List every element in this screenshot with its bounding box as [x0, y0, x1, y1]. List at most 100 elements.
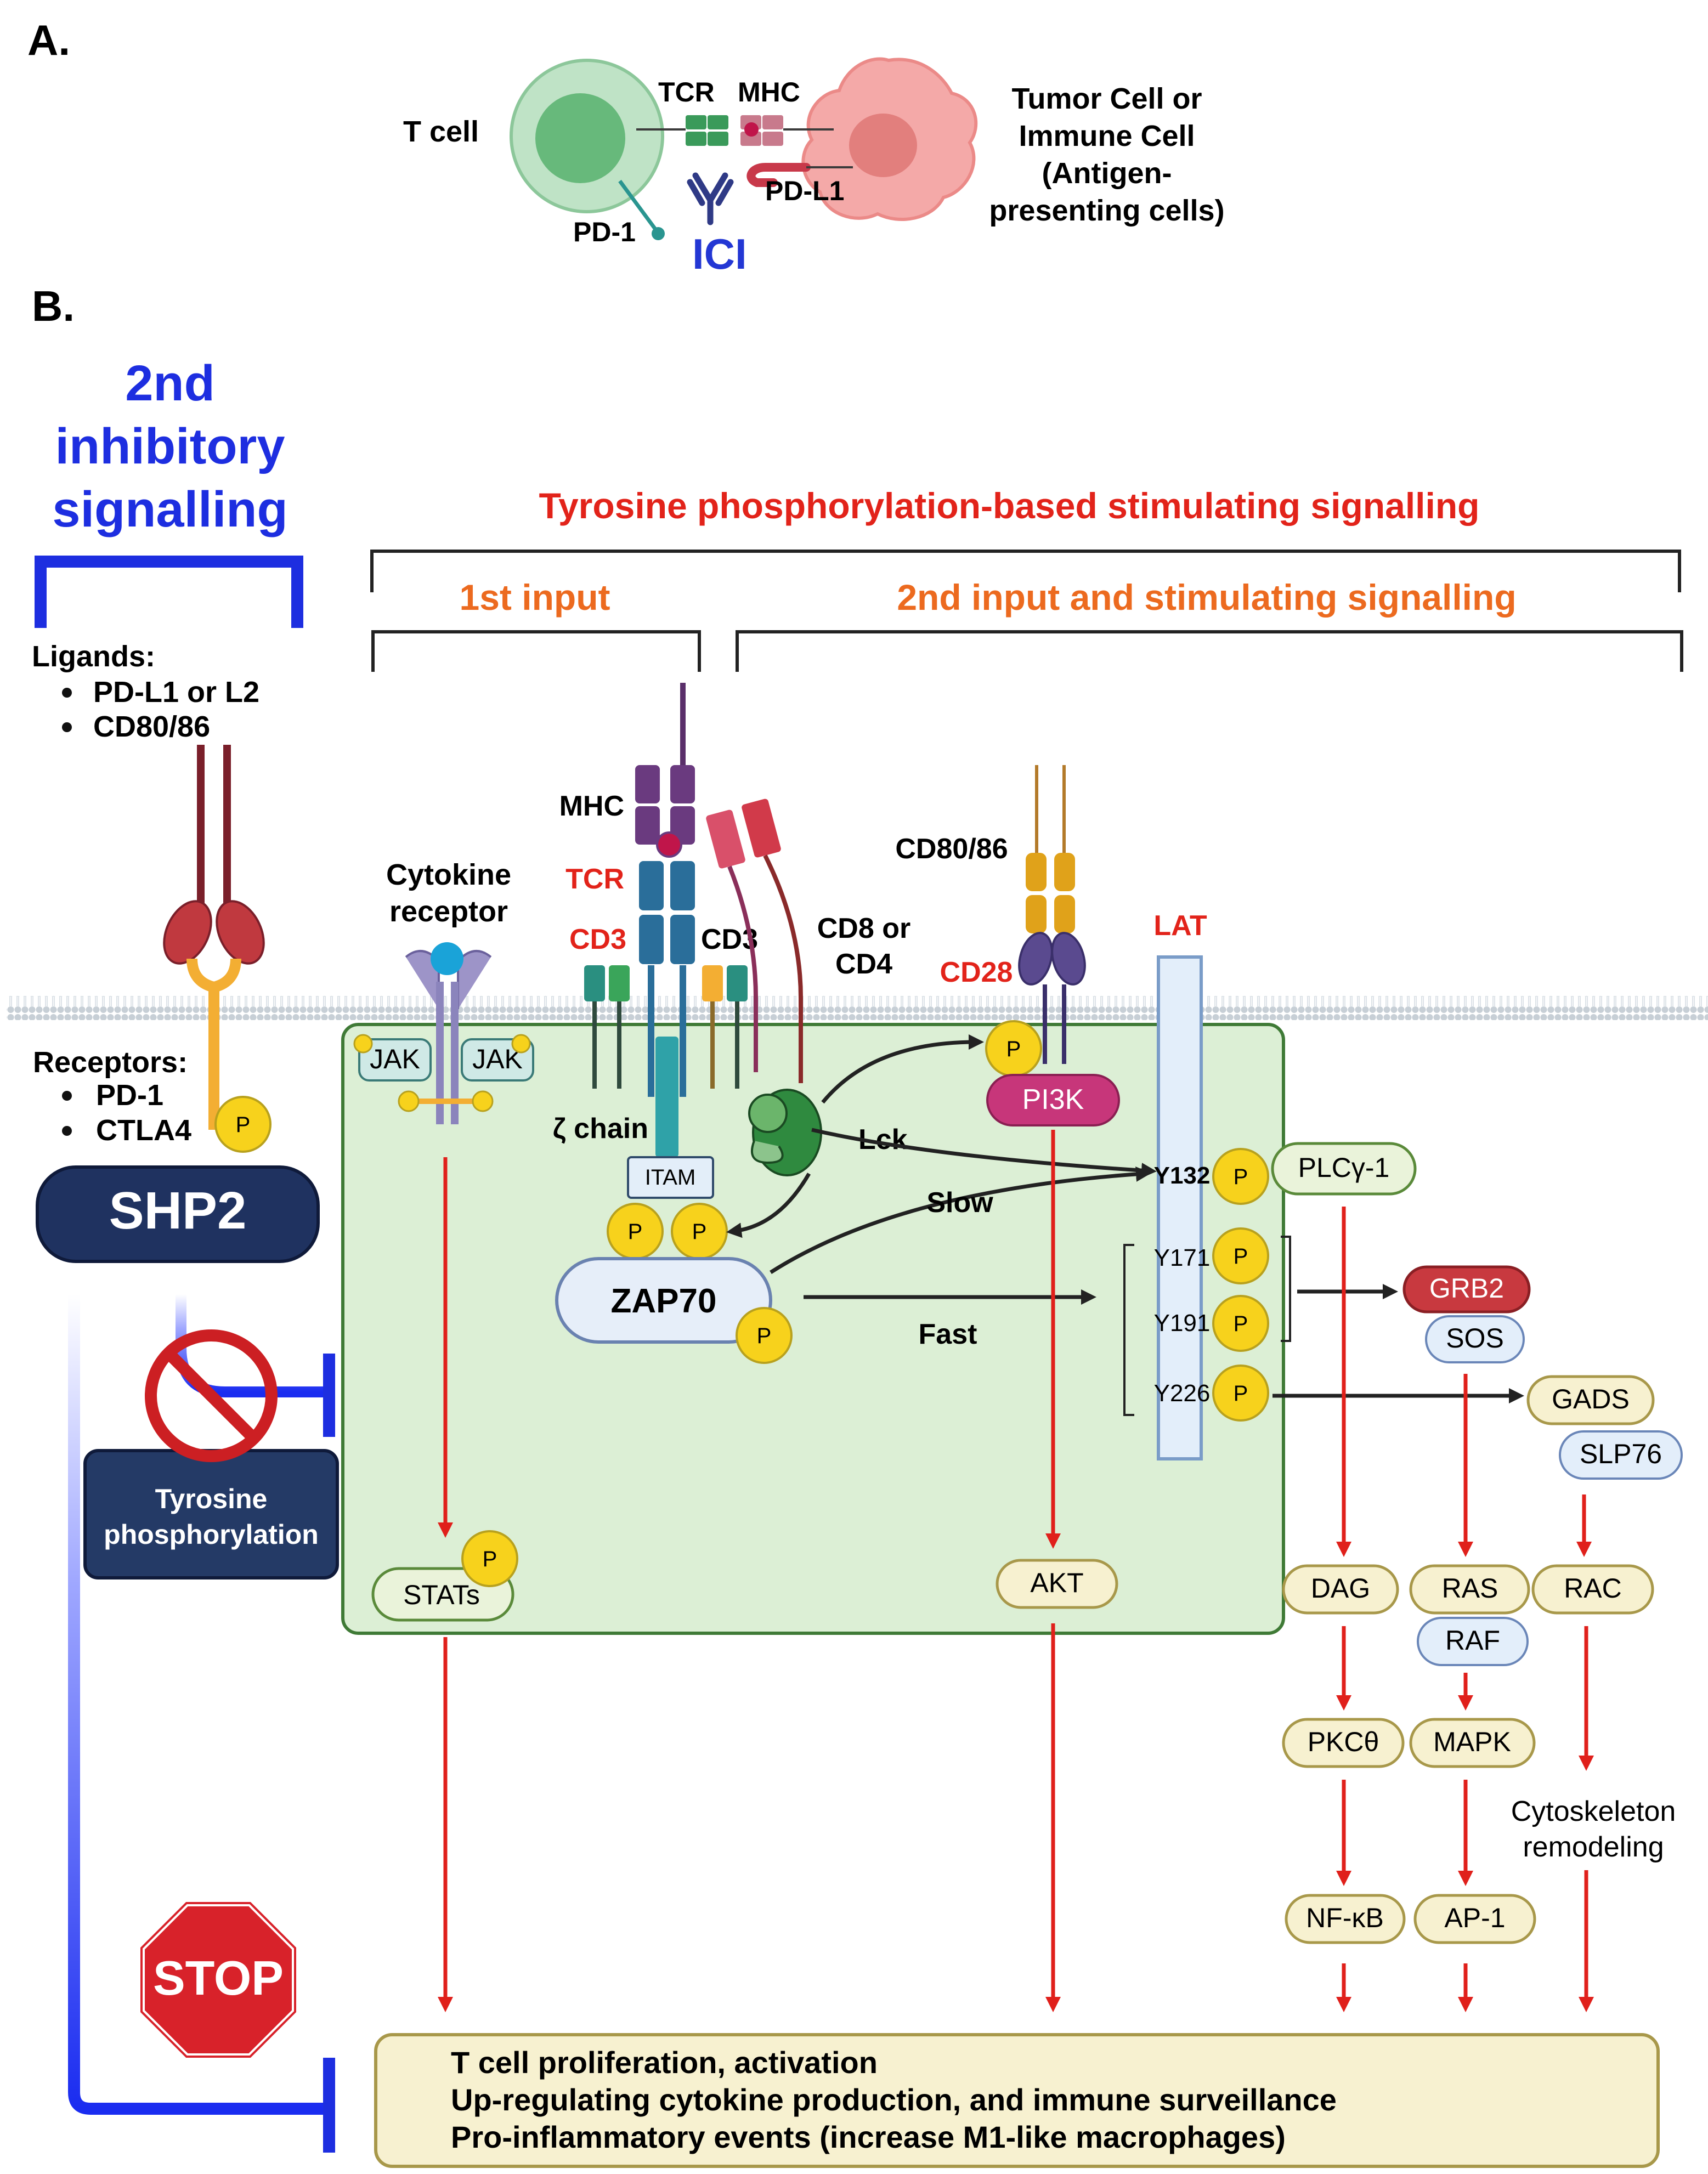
cytokine-receptor-line-2: receptor: [389, 895, 508, 928]
shp2-to-outcome-line: [68, 1294, 329, 2115]
cd8-cd4-line-1: CD8 or: [817, 913, 910, 944]
lat-phospho-y132-label: P: [1234, 1165, 1248, 1189]
cd80-b-2: [1054, 853, 1075, 891]
cd3-right-1: [702, 965, 723, 1001]
tcr-b-4: [670, 915, 695, 964]
ligand-item-1: PD-L1 or L2: [93, 676, 259, 709]
pkc-label: PKCθ: [1308, 1726, 1379, 1757]
lat-site-y226: Y226: [1154, 1380, 1211, 1407]
lat-site-y191: Y191: [1154, 1310, 1211, 1337]
mhc-b-2: [670, 765, 695, 803]
akt-label: AKT: [1030, 1567, 1083, 1598]
inhibitory-receptor: [186, 958, 241, 993]
slp76-box: [1559, 1430, 1683, 1480]
target-cell-line-1: Tumor Cell or: [1011, 82, 1202, 115]
lck-to-y132-arrow: [811, 1128, 1157, 1179]
lat-bar: [1157, 955, 1203, 1460]
ligands-heading: Ligands:: [32, 640, 155, 673]
outcome-line-2: Up-regulating cytokine production, and i…: [451, 2082, 1337, 2117]
receptor-bullet-2: [62, 1126, 72, 1136]
ras-box: [1409, 1564, 1530, 1615]
stats-label: STATs: [403, 1579, 480, 1610]
cd80-b-3: [1026, 895, 1047, 933]
cd3-left-label: CD3: [569, 924, 626, 955]
mapk-box: [1409, 1718, 1536, 1768]
nfkb-label: NF-κB: [1306, 1903, 1384, 1933]
receptor-item-2: CTLA4: [96, 1114, 191, 1147]
plcg1-label: PLCγ-1: [1298, 1152, 1390, 1183]
lat-phospho-y226: [1212, 1365, 1269, 1422]
slow-label: Slow: [926, 1187, 993, 1219]
t-cell-label: T cell: [403, 115, 479, 148]
pdl1-shape: [746, 163, 811, 187]
sos-box: [1425, 1315, 1525, 1363]
fast-label: Fast: [919, 1318, 977, 1350]
stats-phospho: [461, 1530, 518, 1587]
itam-box: [627, 1156, 714, 1199]
stimulating-title: Tyrosine phosphorylation-based stimulati…: [539, 485, 1480, 526]
dag-label: DAG: [1311, 1573, 1370, 1604]
itam-label: ITAM: [645, 1165, 696, 1190]
ici-antibody-icon: [687, 172, 734, 225]
ap1-label: AP-1: [1444, 1903, 1505, 1933]
mhc-label-b: MHC: [559, 790, 624, 822]
target-cell-line-2: Immune Cell: [1019, 120, 1195, 152]
slp76-label: SLP76: [1580, 1439, 1662, 1469]
outcome-line-3: Pro-inflammatory events (increase M1-lik…: [451, 2120, 1286, 2154]
lat-label: LAT: [1153, 910, 1207, 942]
tcr-block-1: [686, 115, 706, 129]
zeta-chain: [655, 1037, 678, 1157]
ici-label: ICI: [692, 230, 747, 278]
panel-b: B. 2nd inhibitory signalling Tyrosine ph…: [7, 282, 1708, 2168]
inhibitory-title-1: 2nd: [125, 355, 215, 411]
inhibitory-title-2: inhibitory: [55, 418, 285, 474]
second-input-label: 2nd input and stimulating signalling: [897, 577, 1516, 618]
shp2-to-tyrosine-line: [176, 1294, 329, 1397]
tcr-b-1: [639, 861, 664, 910]
receptor-phospho: [214, 1096, 272, 1153]
lat-site-y171: Y171: [1154, 1244, 1211, 1271]
lat-phospho-y191: [1212, 1295, 1269, 1352]
tcr-block-4: [708, 132, 728, 146]
ligand-item-2: CD80/86: [93, 710, 210, 743]
rac-box: [1531, 1564, 1654, 1615]
stimulating-bracket: [370, 550, 1681, 592]
mhc-b-3: [635, 806, 660, 845]
target-cell-line-4: presenting cells): [989, 194, 1224, 227]
outcome-line-1: T cell proliferation, activation: [451, 2045, 878, 2080]
sos-label: SOS: [1446, 1323, 1504, 1354]
jak-phospho-2: [511, 1034, 531, 1054]
lat-phospho-y171: [1212, 1227, 1269, 1284]
outcome-box: [374, 2033, 1660, 2168]
pi3k-label: PI3K: [1022, 1084, 1084, 1116]
cd3-right-2: [727, 965, 748, 1001]
rac-label: RAC: [1564, 1573, 1622, 1604]
cell-membrane: [7, 996, 1708, 1020]
t-cell-nucleus: [535, 93, 625, 183]
ligand-domain-right: [216, 900, 265, 965]
pd1-label-a: PD-1: [573, 217, 636, 247]
tcr-block-2: [708, 115, 728, 129]
receptor-bullet-1: [62, 1091, 72, 1101]
tcr-b-3: [639, 915, 664, 964]
jak-left-box: [358, 1038, 432, 1082]
antigen-peptide: [744, 122, 759, 137]
cytokine-receptor-line-1: Cytokine: [386, 858, 511, 891]
receptor-phospho-label: P: [236, 1113, 251, 1137]
inhibitory-title-3: signalling: [52, 482, 287, 537]
tcr-label-a: TCR: [658, 77, 715, 107]
ras-label: RAS: [1442, 1573, 1498, 1604]
panel-a: A. T cell TCR MHC PD-L1 PD-1 ICI Tumo: [27, 16, 1225, 278]
pdl1-label-a: PD-L1: [765, 175, 844, 206]
cd8-stalk-1: [727, 865, 758, 1072]
prohibition-icon: [145, 1329, 278, 1462]
tcr-label-b: TCR: [565, 863, 624, 895]
zap70-label: ZAP70: [611, 1282, 717, 1320]
receptor-item-1: PD-1: [96, 1079, 163, 1112]
panel-a-label: A.: [27, 16, 70, 64]
zap70-phospho: [736, 1307, 793, 1364]
jak-phospho-4: [472, 1090, 494, 1112]
first-input-label: 1st input: [460, 577, 610, 618]
grb2-box: [1402, 1265, 1531, 1314]
